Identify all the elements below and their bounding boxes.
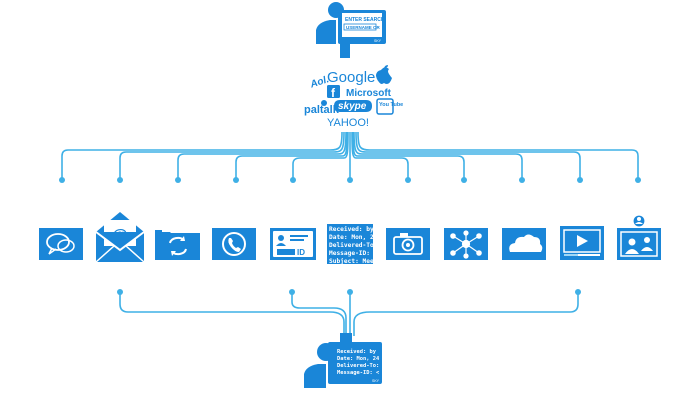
tile-chat (39, 228, 83, 260)
bottom-fanin-wires (117, 289, 581, 336)
connector-dot (577, 177, 583, 183)
tile-cloud (502, 228, 546, 260)
bottom-screen-line: Delivered-To: li (337, 363, 390, 369)
tile-file-transfer (155, 226, 200, 260)
voip-phone-icon (222, 232, 246, 256)
youtube-logo-frame (376, 98, 394, 115)
connector-dot (519, 177, 525, 183)
connector-dot (117, 289, 123, 295)
connector-dot (635, 177, 641, 183)
tile-email: @ (95, 212, 145, 263)
header-line: Delivered-To: li (329, 241, 389, 249)
header-line: Received: by (329, 225, 374, 233)
connector-dot (117, 177, 123, 183)
google-logo: Google (327, 69, 375, 86)
network-nodes-icon (450, 230, 482, 259)
header-line: Subject: Mee (329, 257, 374, 265)
skype-cloud (334, 100, 372, 112)
camera-photo-icon (393, 233, 423, 255)
tile-id-card: ID (270, 228, 316, 260)
tile-chat-bg (39, 228, 83, 260)
header-line: Date: Mon, 24 (329, 234, 378, 241)
bottom-screen-line: Date: Mon, 24 (337, 356, 379, 362)
skype-logo: skype (338, 101, 367, 112)
connector-dot (59, 177, 65, 183)
connector-dot (289, 289, 295, 295)
tile-video (560, 226, 604, 260)
top-screen-input (343, 23, 377, 31)
top-screen-footer: SKY (374, 39, 382, 43)
connector-dot (347, 289, 353, 295)
facebook-logo-letter: f (331, 86, 336, 100)
top-person-at-computer: ENTER SEARCH USERNAME OR SKY (316, 2, 386, 58)
top-monitor-screen (342, 13, 382, 37)
chat-bubbles-icon (46, 233, 75, 255)
bottom-screen-footer: SKY (372, 379, 380, 383)
top-connector-stem (340, 44, 350, 58)
connector-dot (347, 177, 353, 183)
header-line: Message-ID: < (329, 250, 378, 257)
tile-camera (386, 228, 430, 260)
cloud-storage-icon (509, 234, 543, 252)
bottom-person-at-computer: Received: by Date: Mon, 24 Delivered-To:… (304, 333, 390, 388)
youtube-logo: You Tube (379, 102, 403, 108)
connector-dot (175, 177, 181, 183)
tile-video-conference (617, 214, 661, 260)
bottom-person-body (304, 364, 326, 388)
paltalk-logo: paltalk (304, 104, 340, 116)
tile-voip (212, 228, 256, 260)
video-conference-icon (620, 214, 658, 257)
bottom-screen-line: Received: by (337, 349, 377, 355)
file-transfer-folder-icon (155, 230, 200, 260)
bottom-screen-line: Message-ID: < (337, 370, 380, 376)
service-logos-cluster: Aol. Google f Microsoft paltalk skype Yo… (304, 65, 403, 129)
bottom-monitor-screen (336, 346, 378, 378)
tile-conference-bg (617, 228, 661, 260)
tile-message-headers: Received: by Date: Mon, 24 Delivered-To:… (327, 224, 389, 265)
top-screen-line2: USERNAME OR (346, 25, 381, 30)
video-player-icon (563, 229, 601, 256)
svg-text:ID: ID (297, 248, 305, 257)
connector-dot (405, 177, 411, 183)
microsoft-logo: Microsoft (346, 88, 392, 99)
facebook-logo (327, 85, 340, 98)
connector-dot (233, 177, 239, 183)
top-person-body (316, 20, 336, 44)
connector-dot (461, 177, 467, 183)
yahoo-logo: YAHOO! (327, 117, 369, 129)
message-headers-icon (327, 224, 373, 264)
connector-dot (575, 289, 581, 295)
top-screen-line1: ENTER SEARCH (345, 17, 385, 23)
apple-logo (376, 65, 392, 84)
top-fanout-wires (59, 131, 641, 183)
tile-network (444, 228, 488, 260)
paltalk-bubble (321, 100, 327, 106)
connector-dot (290, 177, 296, 183)
